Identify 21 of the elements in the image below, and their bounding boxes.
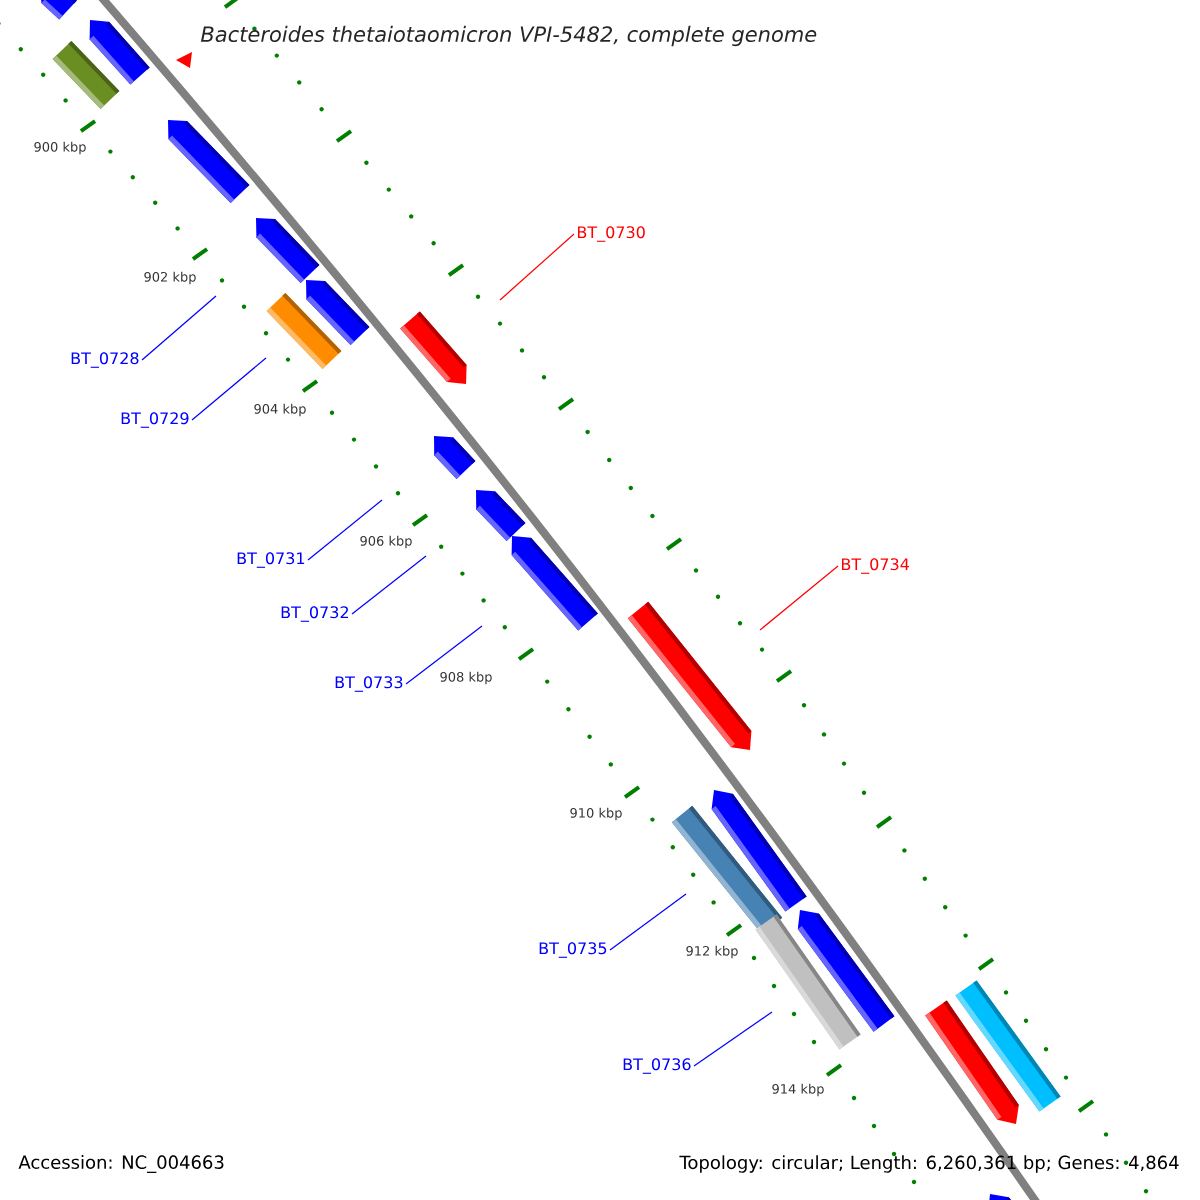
genome-info-text: Topology: circular; Length: 6,260,361 bp; Genes: 4,864 [679,1155,1179,1173]
leader-line [609,893,687,951]
gene-label: BT_0731 [237,552,305,568]
gene-label: BT_0729 [121,412,189,428]
leader-line [759,565,839,631]
gene-label: BT_0735 [539,942,607,958]
leader-line [693,1011,773,1067]
gene-label: BT_0732 [281,606,348,622]
leader-line [405,625,483,685]
leader-line [191,357,267,421]
leader-line [351,555,427,615]
leader-line [499,233,575,301]
title: Bacteroides thetaiotaomicron VPI-5482, complete genome [200,25,817,47]
gene-label: BT_0734 [842,558,909,574]
gene-label: BT_0730 [577,226,645,242]
gene-label: BT_0736 [623,1058,691,1074]
leader-line [307,499,383,561]
gene-label: BT_0733 [335,676,403,692]
leader-line [141,295,217,361]
gene-label: BT_0728 [71,352,139,368]
accession-text: Accession: NC_004663 [18,1155,224,1173]
